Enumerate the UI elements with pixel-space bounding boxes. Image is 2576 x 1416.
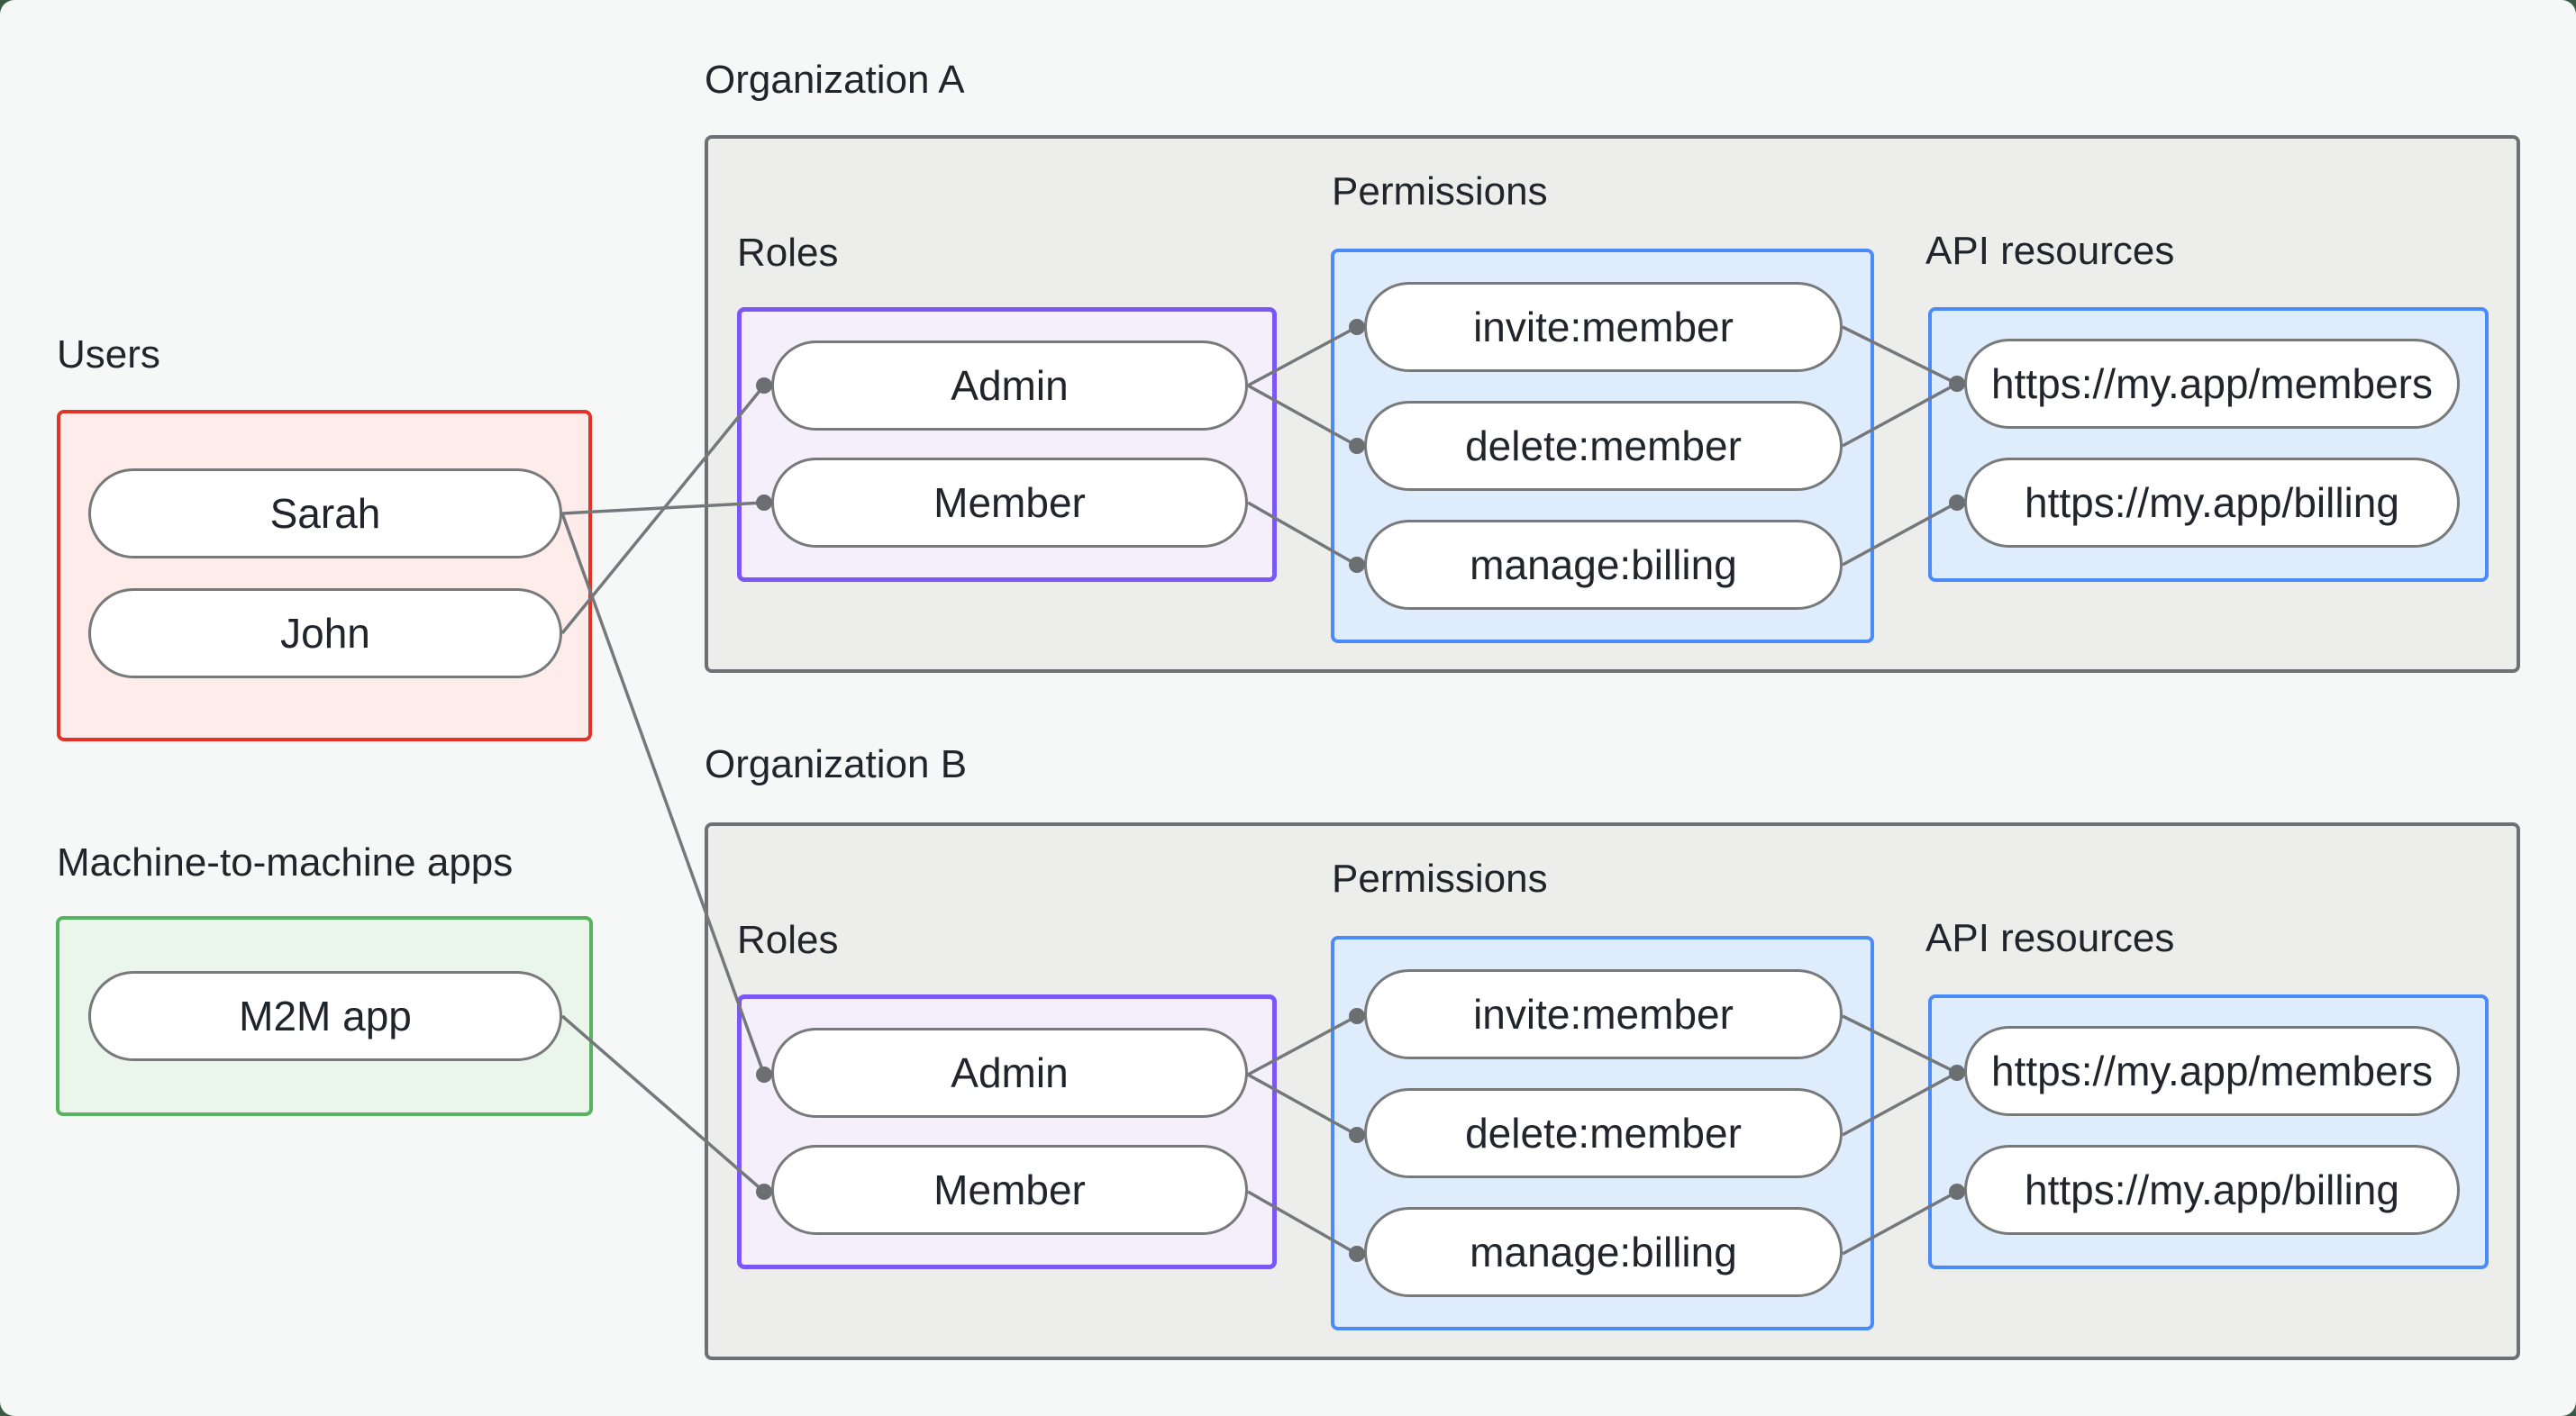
orgB-box: Roles Admin Member Permissions invite:me… — [705, 822, 2520, 1360]
orgA-roles-box: Admin Member — [737, 307, 1277, 582]
orgA-permission-delete: delete:member — [1364, 401, 1843, 491]
m2m-group-label: Machine-to-machine apps — [57, 840, 514, 885]
m2m-group-box: M2M app — [56, 916, 593, 1116]
orgA-permission-invite: invite:member — [1364, 282, 1843, 372]
orgB-role-admin: Admin — [771, 1028, 1248, 1118]
m2m-app-node: M2M app — [88, 971, 562, 1061]
orgB-api-box: https://my.app/members https://my.app/bi… — [1928, 994, 2489, 1269]
orgA-permissions-label: Permissions — [1332, 169, 1548, 213]
orgB-permission-manage: manage:billing — [1364, 1207, 1843, 1297]
orgA-api-billing: https://my.app/billing — [1964, 458, 2460, 548]
orgB-role-member: Member — [771, 1145, 1248, 1235]
orgA-api-box: https://my.app/members https://my.app/bi… — [1928, 307, 2489, 582]
orgB-permissions-box: invite:member delete:member manage:billi… — [1331, 936, 1874, 1330]
orgB-roles-label: Roles — [737, 918, 839, 962]
users-group-label: Users — [57, 332, 160, 377]
users-group-box: Sarah John — [57, 410, 592, 741]
orgB-permission-delete: delete:member — [1364, 1088, 1843, 1178]
orgB-label: Organization B — [705, 742, 968, 786]
user-node-sarah: Sarah — [88, 468, 562, 558]
orgA-role-admin: Admin — [771, 340, 1248, 431]
orgB-api-billing: https://my.app/billing — [1964, 1145, 2460, 1235]
orgA-label: Organization A — [705, 58, 965, 102]
orgA-permission-manage: manage:billing — [1364, 520, 1843, 610]
orgB-api-label: API resources — [1925, 916, 2175, 960]
orgA-permissions-box: invite:member delete:member manage:billi… — [1331, 249, 1874, 643]
orgB-api-members: https://my.app/members — [1964, 1026, 2460, 1116]
orgB-roles-box: Admin Member — [737, 994, 1277, 1269]
orgA-role-member: Member — [771, 458, 1248, 548]
user-node-john: John — [88, 588, 562, 678]
orgA-api-label: API resources — [1925, 229, 2175, 273]
orgB-permission-invite: invite:member — [1364, 969, 1843, 1059]
orgA-api-members: https://my.app/members — [1964, 339, 2460, 429]
orgA-roles-label: Roles — [737, 231, 839, 275]
orgB-permissions-label: Permissions — [1332, 857, 1548, 901]
orgA-box: Roles Admin Member Permissions invite:me… — [705, 135, 2520, 673]
